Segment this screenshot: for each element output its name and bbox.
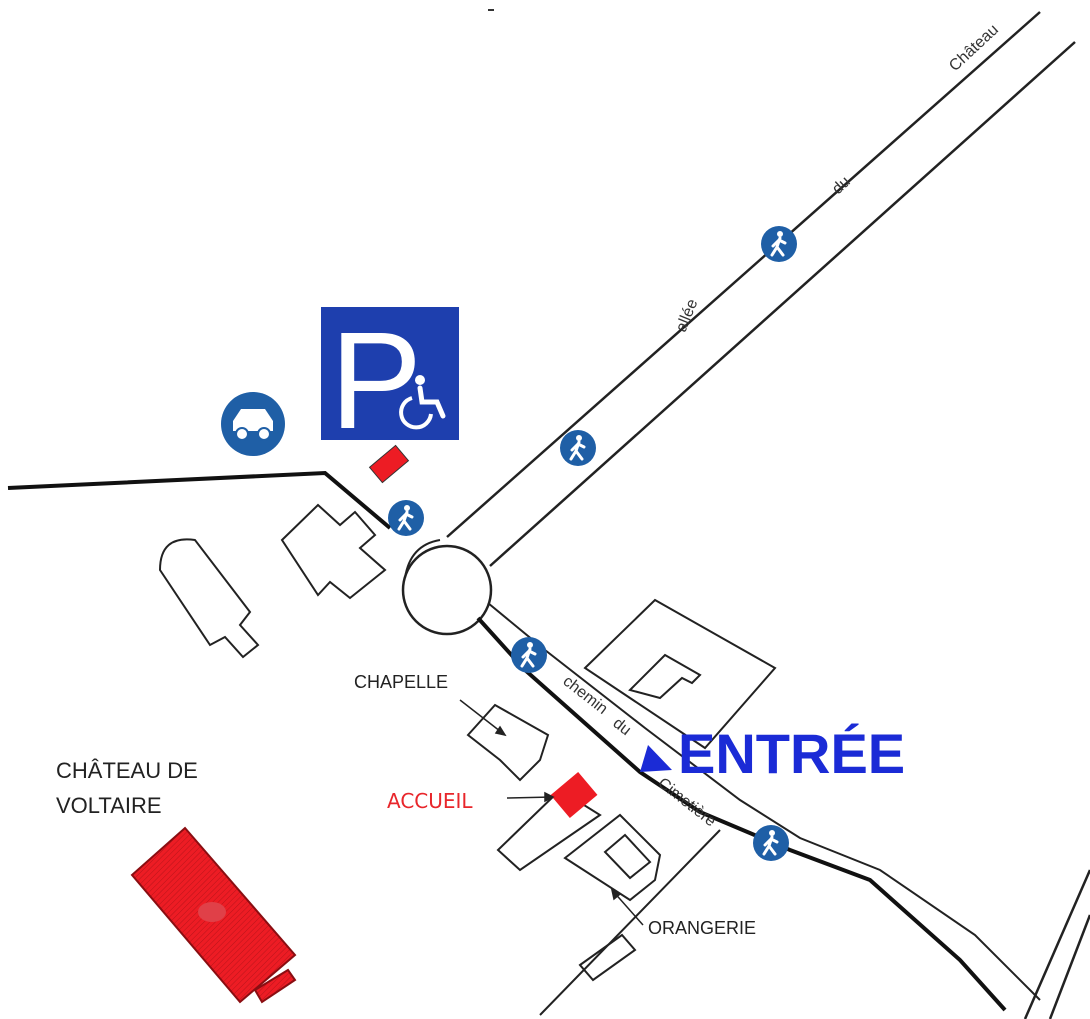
label-entree: ENTRÉE: [678, 722, 905, 785]
allee-du-chateau-upper-edge: [446, 11, 1041, 538]
accessible-parking-sign: P: [321, 304, 459, 458]
building-orangerie-inner: [603, 833, 652, 880]
label-chateau-line2: VOLTAIRE: [56, 793, 162, 818]
label-accueil: ACCUEIL: [387, 789, 473, 813]
roundabout: [401, 544, 493, 636]
wheelchair-icon: [399, 375, 446, 430]
street-label-chateau: Château: [946, 21, 1002, 75]
pedestrian-icon: [558, 428, 598, 468]
accueil-building-marker: [550, 771, 598, 819]
pedestrian-icon: [751, 823, 791, 863]
pedestrian-icon: [386, 498, 426, 538]
parking-marker: [368, 444, 410, 484]
label-orangerie: ORANGERIE: [648, 918, 756, 938]
roads: [7, 9, 1090, 1019]
building-south-1: [496, 788, 602, 872]
entree-arrow-icon: [640, 745, 672, 772]
building-south-2: [578, 933, 637, 982]
west-road: [7, 470, 392, 530]
building-chapelle: [466, 703, 550, 782]
parking-letter: P: [330, 304, 422, 458]
building-large-east: [583, 598, 777, 750]
pedestrian-icon: [759, 224, 799, 264]
building-round: [158, 538, 260, 659]
roundabout-inner-curve: [404, 539, 441, 579]
chateau-de-voltaire-building: [130, 826, 297, 1004]
car-icon: [221, 392, 285, 456]
label-chateau-line1: CHÂTEAU DE: [56, 758, 198, 783]
street-label-du-2: du: [610, 715, 634, 739]
pointer-arrows: [459, 699, 644, 926]
building-near-parking: [280, 503, 387, 600]
east-road-edge-2: [1048, 914, 1090, 1019]
east-road-edge-1: [1023, 869, 1090, 1019]
pedestrian-icon: [509, 635, 549, 675]
south-road: [539, 829, 721, 1016]
chemin-du-cimetiere-upper-edge: [487, 602, 1041, 1001]
allee-du-chateau-lower-edge: [489, 41, 1076, 567]
building-large-east-inner: [628, 653, 702, 700]
chemin-du-cimetiere-edge: [476, 616, 1007, 1012]
label-chapelle: CHAPELLE: [354, 672, 448, 692]
buildings: [158, 503, 777, 982]
